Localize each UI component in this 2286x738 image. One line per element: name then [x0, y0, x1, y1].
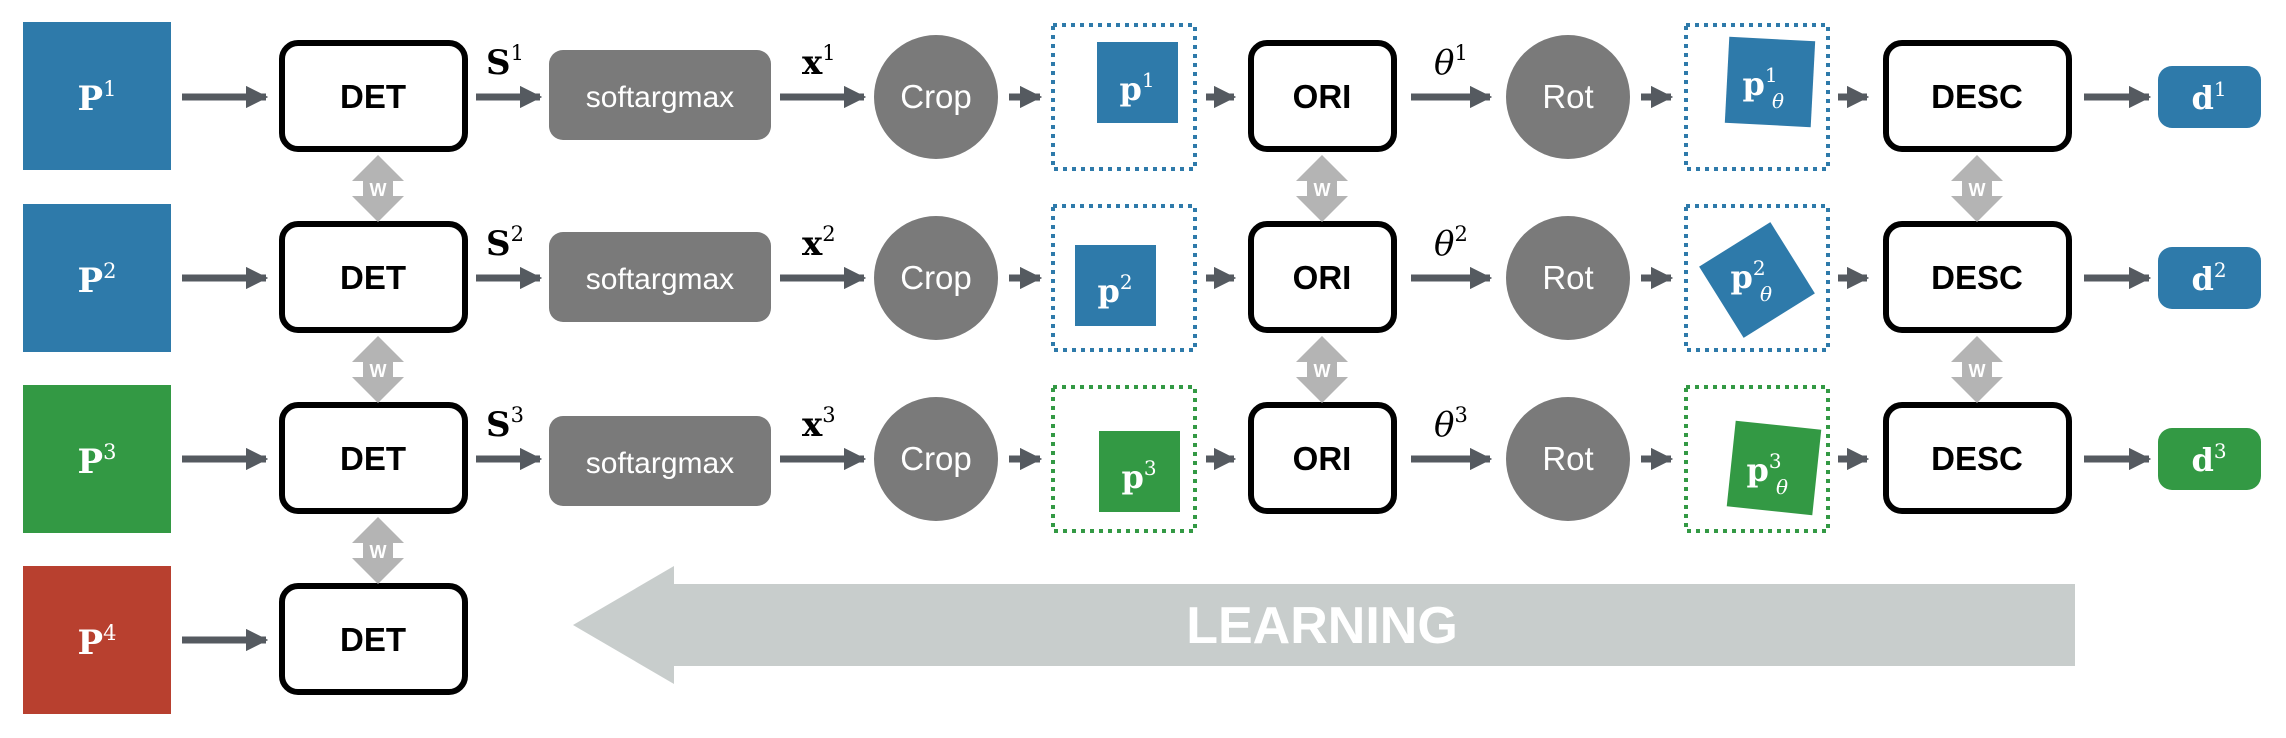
ori-block-2: ORI	[1248, 221, 1397, 333]
row-3: P3 DET S3 softargmax x3 Crop p3 ORI	[23, 385, 2261, 533]
det-label-1: DET	[340, 78, 406, 115]
shared-weights: W W W W W W W	[352, 155, 2003, 584]
learning-label: LEARNING	[1186, 597, 1458, 655]
descriptor-label-3: d3	[2191, 439, 2226, 479]
input-label-4: P	[78, 623, 104, 663]
shared-weight-desc-2-3: W	[1951, 336, 2003, 403]
softargmax-block-2: softargmax	[549, 232, 771, 322]
svg-text:P3: P3	[78, 440, 117, 482]
orientation-label-2: θ2	[1434, 222, 1468, 264]
patch-label-3: p3	[1121, 456, 1156, 496]
softargmax-block-1: softargmax	[549, 50, 771, 140]
descriptor-output-2: d2	[2158, 247, 2261, 309]
rot-node-2: Rot	[1506, 216, 1630, 340]
det-label-3: DET	[340, 440, 406, 477]
svg-text:P4: P4	[78, 621, 117, 663]
input-patch-4: P4	[23, 566, 171, 714]
det-block-1: DET	[279, 40, 468, 152]
svg-text:W: W	[1314, 361, 1331, 381]
desc-label-3: DESC	[1931, 440, 2023, 477]
cropped-patch-3: p3	[1051, 385, 1197, 533]
cropped-patch-2: p2	[1051, 204, 1197, 352]
shared-weight-det-3-4: W	[352, 517, 404, 584]
input-patch-3: P3	[23, 385, 171, 533]
softargmax-label-1: softargmax	[586, 81, 734, 114]
shared-weight-ori-1-2: W	[1296, 155, 1348, 222]
ori-block-3: ORI	[1248, 402, 1397, 514]
input-label-3: P	[78, 442, 104, 482]
keypoint-label-2: x2	[802, 222, 836, 264]
orientation-label-1: θ1	[1434, 41, 1468, 83]
crop-node-1: Crop	[874, 35, 998, 159]
desc-block-2: DESC	[1883, 221, 2072, 333]
rot-label-2: Rot	[1542, 259, 1593, 296]
orientation-label-3: θ3	[1434, 403, 1468, 445]
input-label-2: P	[78, 261, 104, 301]
ori-label-1: ORI	[1293, 78, 1352, 115]
keypoint-label-3: x3	[802, 403, 836, 445]
input-label-1: P	[78, 79, 104, 119]
shared-weight-ori-2-3: W	[1296, 336, 1348, 403]
row-1: P1 DET S1 softargmax x1 Crop p1 ORI	[23, 22, 2261, 171]
shared-weight-det-2-3: W	[352, 336, 404, 403]
cropped-patch-1: p1	[1051, 23, 1197, 171]
svg-text:W: W	[1969, 361, 1986, 381]
svg-text:W: W	[1314, 180, 1331, 200]
ori-label-3: ORI	[1293, 440, 1352, 477]
svg-text:W: W	[370, 180, 387, 200]
softargmax-block-3: softargmax	[549, 416, 771, 506]
row-2: P2 DET S2 softargmax x2 Crop p2 ORI	[23, 204, 2261, 352]
descriptor-label-2: d2	[2191, 258, 2226, 298]
svg-text:P2: P2	[78, 259, 117, 301]
softargmax-label-3: softargmax	[586, 447, 734, 480]
shared-weight-desc-1-2: W	[1951, 155, 2003, 222]
rot-node-1: Rot	[1506, 35, 1630, 159]
svg-text:W: W	[370, 542, 387, 562]
ori-block-1: ORI	[1248, 40, 1397, 152]
det-label-2: DET	[340, 259, 406, 296]
crop-label-1: Crop	[900, 78, 972, 115]
crop-node-3: Crop	[874, 397, 998, 521]
descriptor-output-3: d3	[2158, 428, 2261, 490]
crop-label-2: Crop	[900, 259, 972, 296]
desc-block-1: DESC	[1883, 40, 2072, 152]
learning-arrow: LEARNING	[573, 566, 2075, 684]
desc-label-1: DESC	[1931, 78, 2023, 115]
score-map-label-1: S1	[486, 41, 524, 83]
det-label-4: DET	[340, 621, 406, 658]
rot-label-1: Rot	[1542, 78, 1593, 115]
keypoint-label-1: x1	[802, 41, 836, 83]
rot-label-3: Rot	[1542, 440, 1593, 477]
svg-text:W: W	[370, 361, 387, 381]
row-4: P4 DET	[23, 566, 468, 714]
softargmax-label-2: softargmax	[586, 263, 734, 296]
det-block-4: DET	[279, 583, 468, 695]
patch-label-2: p2	[1097, 270, 1132, 310]
ori-label-2: ORI	[1293, 259, 1352, 296]
det-block-2: DET	[279, 221, 468, 333]
desc-block-3: DESC	[1883, 402, 2072, 514]
rot-node-3: Rot	[1506, 397, 1630, 521]
score-map-label-2: S2	[486, 222, 524, 264]
crop-label-3: Crop	[900, 440, 972, 477]
det-block-3: DET	[279, 402, 468, 514]
crop-node-2: Crop	[874, 216, 998, 340]
score-map-label-3: S3	[486, 403, 524, 445]
patch-label-1: p1	[1119, 68, 1154, 108]
descriptor-output-1: d1	[2158, 66, 2261, 128]
input-patch-2: P2	[23, 204, 171, 352]
desc-label-2: DESC	[1931, 259, 2023, 296]
svg-text:P1: P1	[78, 77, 117, 119]
input-patch-1: P1	[23, 22, 171, 170]
svg-text:W: W	[1969, 180, 1986, 200]
descriptor-label-1: d1	[2191, 77, 2226, 117]
shared-weight-det-1-2: W	[352, 155, 404, 222]
